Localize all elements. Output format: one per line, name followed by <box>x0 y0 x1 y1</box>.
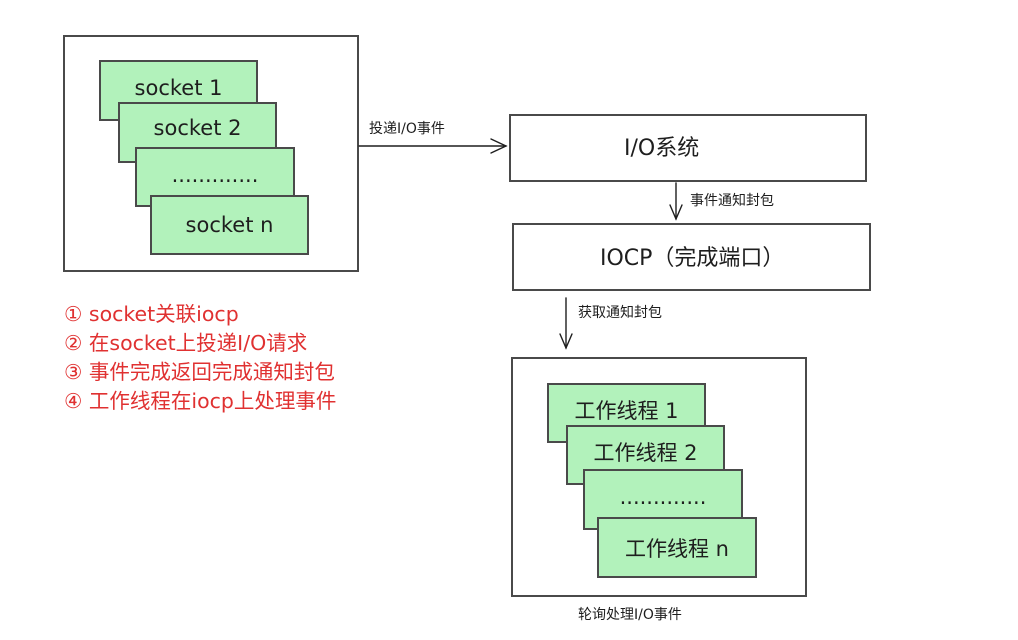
iocp-label: IOCP（完成端口） <box>600 246 785 271</box>
arrow-notify-packet <box>669 182 683 221</box>
edge-label-fetch-packet: 获取通知封包 <box>578 305 662 321</box>
edge-label-post-io: 投递I/O事件 <box>369 121 445 137</box>
iocp-box <box>512 223 871 291</box>
socket-card-label: socket n <box>185 213 274 237</box>
io-system-box <box>509 114 867 182</box>
worker-card-label: 工作线程 2 <box>593 441 698 465</box>
socket-card-label: ............. <box>171 163 259 187</box>
worker-card-label: 工作线程 1 <box>574 399 679 423</box>
socket-card-n: socket n <box>150 195 309 255</box>
step-item: ② 在socket上投递I/O请求 <box>64 331 308 355</box>
arrow-post-io <box>358 138 508 154</box>
socket-card-label: socket 2 <box>153 116 242 140</box>
worker-card-label: 工作线程 n <box>625 536 729 561</box>
arrow-fetch-packet <box>559 297 573 350</box>
worker-card-label: ............. <box>619 485 707 509</box>
io-system-label: I/O系统 <box>624 136 700 161</box>
worker-group-caption: 轮询处理I/O事件 <box>578 607 682 623</box>
edge-label-notify-packet: 事件通知封包 <box>690 193 774 209</box>
step-item: ③ 事件完成返回完成通知封包 <box>64 360 335 384</box>
step-item: ④ 工作线程在iocp上处理事件 <box>64 389 337 413</box>
worker-card-n: 工作线程 n <box>597 517 757 578</box>
socket-card-label: socket 1 <box>134 76 223 100</box>
step-item: ① socket关联iocp <box>64 302 239 326</box>
steps-list: ① socket关联iocp ② 在socket上投递I/O请求 ③ 事件完成返… <box>64 300 336 416</box>
